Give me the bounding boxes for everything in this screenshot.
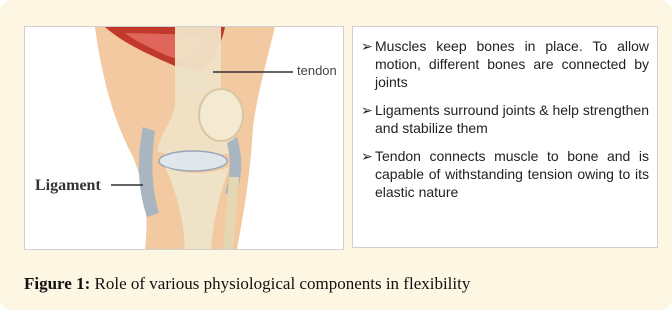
bullet-text: Ligaments surround joints & help strengt… <box>375 101 649 137</box>
bullet-item-ligaments: ➢ Ligaments surround joints & help stren… <box>361 101 649 137</box>
bullet-text: Tendon connects muscle to bone and is ca… <box>375 147 649 201</box>
knee-anatomy-drawing <box>25 27 343 249</box>
ligament-label: Ligament <box>35 177 101 195</box>
tendon-label: tendon <box>297 63 337 78</box>
bullet-text: Muscles keep bones in place. To allow mo… <box>375 37 649 91</box>
arrow-bullet-icon: ➢ <box>361 147 375 201</box>
patella <box>199 89 243 141</box>
meniscus <box>159 151 227 171</box>
figure-caption: Figure 1: Role of various physiological … <box>24 274 470 294</box>
figure-caption-text: Role of various physiological components… <box>90 274 470 293</box>
arrow-bullet-icon: ➢ <box>361 101 375 137</box>
arrow-bullet-icon: ➢ <box>361 37 375 91</box>
explanation-box: ➢ Muscles keep bones in place. To allow … <box>352 26 658 248</box>
figure-caption-label: Figure 1: <box>24 274 90 293</box>
figure-panel: tendon Ligament ➢ Muscles keep bones in … <box>0 0 672 310</box>
bullet-item-muscles: ➢ Muscles keep bones in place. To allow … <box>361 37 649 91</box>
bullet-item-tendon: ➢ Tendon connects muscle to bone and is … <box>361 147 649 201</box>
knee-illustration: tendon Ligament <box>24 26 344 250</box>
